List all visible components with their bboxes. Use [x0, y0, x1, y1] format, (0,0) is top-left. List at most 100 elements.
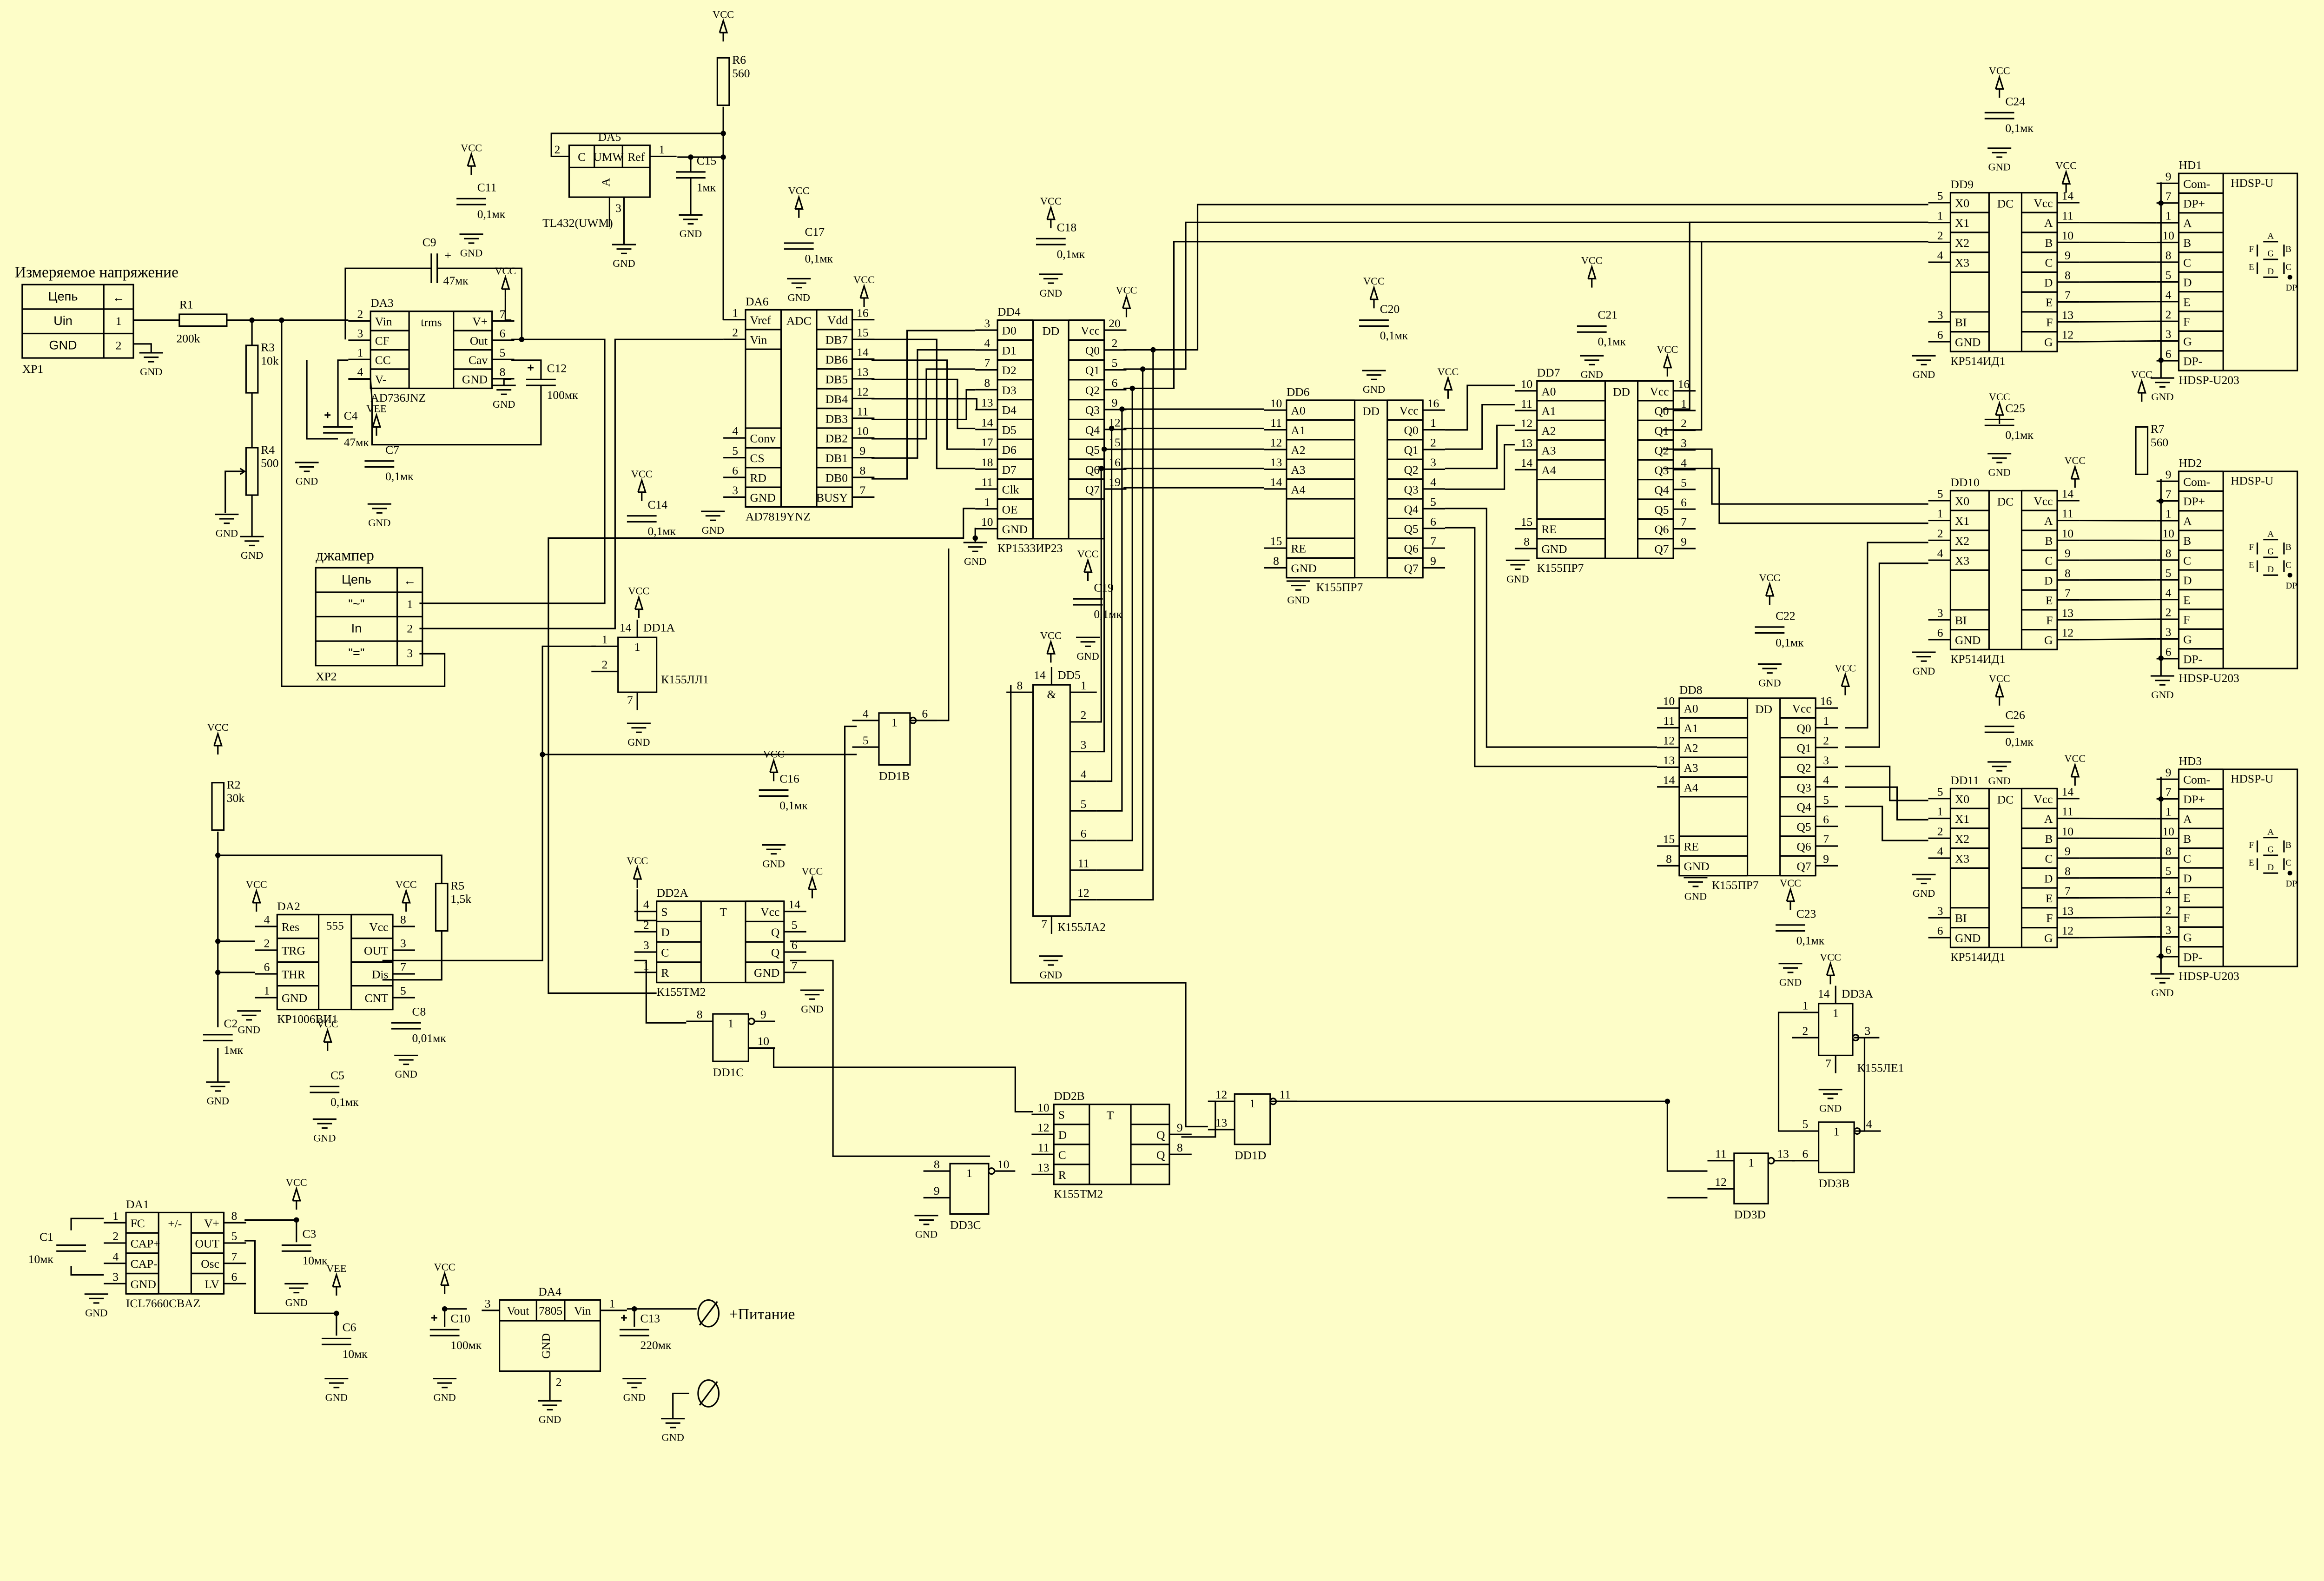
ground-icon: GND: [1818, 1089, 1842, 1114]
pin-number: 2: [357, 307, 363, 321]
pin-label: F: [2046, 316, 2053, 329]
wire: [1123, 204, 1928, 351]
ground-icon: GND: [284, 1283, 309, 1308]
ground-icon: GND: [1076, 636, 1100, 662]
pin-label: Q6: [1797, 840, 1811, 853]
pin-number: 8: [934, 1158, 940, 1171]
wire: [636, 889, 657, 921]
regulator-part: TL432(UWM): [542, 216, 613, 230]
pin-number: 6: [922, 707, 928, 720]
component-ref: C5: [330, 1068, 344, 1082]
ground-label: GND: [296, 476, 318, 487]
pin-label: Clk: [1002, 483, 1019, 496]
component-value: 47мк: [344, 436, 370, 449]
vcc-arrow-label: VCC: [802, 865, 823, 877]
gate-body: [1818, 1121, 1855, 1173]
pin-label: A2: [1541, 424, 1556, 437]
component-ref: C16: [779, 772, 799, 786]
segment-label: C: [2285, 858, 2291, 868]
pin-number: 14: [857, 345, 869, 359]
pin-number: 9: [1681, 535, 1687, 549]
pin-number: 12: [1037, 1121, 1050, 1134]
wire: [1270, 1100, 1708, 1172]
wire: [550, 132, 724, 158]
pin-label: A: [2183, 515, 2192, 528]
wire: [70, 1266, 104, 1276]
vcc-arrow-label: VCC: [2055, 160, 2077, 172]
plus-sign: +: [445, 249, 451, 262]
pin-number: 3: [485, 1297, 491, 1310]
pin-number: 6: [1112, 376, 1118, 390]
ground-label: GND: [1684, 891, 1707, 902]
pin-label: Cav: [469, 353, 488, 367]
ground-label: GND: [964, 556, 986, 567]
vcc-arrow-icon: VCC: [628, 585, 649, 618]
pin-label: FC: [131, 1217, 145, 1230]
pin-label: Q0: [1404, 423, 1418, 437]
vcc-arrow-label: VCC: [1820, 951, 1841, 963]
ground-label: GND: [680, 228, 702, 239]
display-type-label: HDSP-U: [2231, 176, 2273, 190]
pin-number: 8: [697, 1008, 703, 1021]
pin-number: 5: [1430, 495, 1436, 509]
pin-label: F: [2046, 614, 2053, 627]
ground-icon: GND: [367, 503, 391, 529]
gate-body: [949, 1163, 990, 1215]
wire: [244, 1240, 337, 1336]
ground-label: GND: [539, 1414, 561, 1425]
pin-label: Q5: [1797, 820, 1811, 833]
ic-da3: trmsDA3AD736JNZVin2CF3CC1V-4V+7Out6Cav5G…: [348, 296, 515, 404]
ground-icon: GND: [1912, 651, 1936, 677]
ic-function-label: T: [720, 906, 727, 919]
ground-icon: GND: [394, 1054, 418, 1080]
pin-label: Com-: [2183, 773, 2210, 787]
segment-label: F: [2249, 245, 2254, 254]
pin-label: Q3: [1797, 781, 1811, 794]
pin-label: Q3: [1085, 404, 1100, 417]
wire: [1663, 448, 1928, 505]
gate-symbol: 1: [1748, 1156, 1754, 1170]
pin-number: 4: [1937, 845, 1943, 858]
component-value: 1мк: [697, 180, 716, 194]
pin-number: 1: [1081, 679, 1087, 692]
component-ref: C26: [2005, 708, 2025, 722]
gate-body: [1234, 1093, 1271, 1145]
ic-part: HDSP-U203: [2179, 671, 2239, 685]
vcc-arrow-label: VCC: [1835, 662, 1856, 674]
pin-label: G: [2044, 931, 2053, 945]
wire: [382, 645, 596, 961]
component-ref: R7: [2151, 422, 2165, 436]
ground-label: GND: [613, 258, 635, 269]
pin-number: 7: [1825, 1057, 1831, 1070]
pin-number: 4: [1081, 767, 1087, 781]
connector-net: "~": [348, 596, 364, 611]
pin-number: 9: [760, 1008, 766, 1021]
connector-pin: 1: [407, 597, 413, 611]
pin-label: RE: [1541, 523, 1557, 536]
ground-icon: GND: [1987, 761, 2012, 787]
pin-number: 8: [1273, 554, 1279, 568]
junction-dot: [720, 154, 726, 160]
segment-label: G: [2267, 249, 2274, 259]
pin-label: BI: [1955, 912, 1967, 925]
pin-number: 7: [1823, 833, 1829, 846]
pin-number: 7: [859, 483, 865, 497]
ic-function-label: ADC: [786, 314, 812, 327]
pin-label: E: [2046, 892, 2053, 905]
wire: [1096, 449, 1105, 753]
pin-label: A: [2044, 216, 2053, 230]
regulator-cell: Vin: [574, 1304, 591, 1317]
ground-icon: GND: [215, 513, 239, 539]
ic-dd10: DCDD10КР514ИД1X05X11X22X34BI3GND6Vcc14A1…: [1928, 476, 2080, 666]
wire: [419, 338, 606, 604]
pin-label: Q0: [1085, 344, 1100, 357]
component-value: 0,1мк: [2005, 428, 2034, 442]
pin-label: X3: [1955, 852, 1969, 866]
pin-label: D: [1058, 1128, 1067, 1142]
ic-part: AD7819YNZ: [746, 509, 811, 523]
pin-label: Q4: [1085, 423, 1100, 437]
segment-label: E: [2249, 262, 2254, 272]
